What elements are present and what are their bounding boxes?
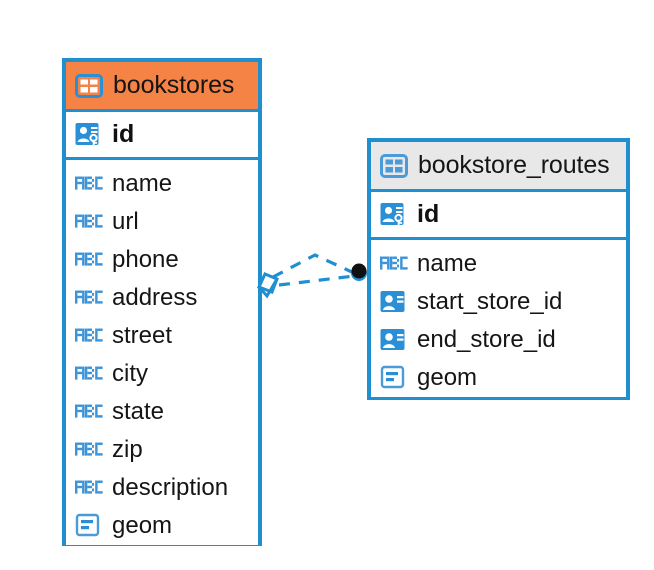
field-row[interactable]: geom	[66, 507, 258, 545]
field-row[interactable]: name	[66, 165, 258, 203]
field-label: city	[112, 360, 148, 387]
field-label: zip	[112, 436, 143, 463]
abc-text-icon	[75, 212, 103, 232]
abc-text-icon	[380, 254, 408, 274]
field-label: address	[112, 284, 198, 311]
entity-field-list: name	[66, 160, 258, 545]
relationship-line-lower	[278, 274, 355, 287]
field-label: state	[112, 398, 165, 425]
entity-primary-key-row[interactable]: id	[371, 192, 626, 240]
entity-title: bookstores	[113, 71, 235, 99]
abc-text-icon	[75, 250, 103, 270]
relationship-line-upper	[272, 253, 355, 279]
filled-circle-marker	[351, 263, 367, 281]
entity-table-bookstores[interactable]: bookstores id	[62, 58, 262, 546]
table-grid-icon	[380, 153, 408, 178]
foreign-key-icon	[380, 326, 408, 354]
abc-text-icon	[75, 288, 103, 308]
field-label: name	[112, 170, 173, 197]
field-label: phone	[112, 246, 179, 273]
field-label: description	[112, 474, 229, 501]
abc-text-icon	[75, 478, 103, 498]
primary-key-icon	[75, 121, 103, 149]
primary-key-label: id	[417, 200, 440, 228]
field-row[interactable]: zip	[66, 431, 258, 469]
field-row[interactable]: state	[66, 393, 258, 431]
field-label: url	[112, 208, 139, 235]
field-row[interactable]: name	[371, 245, 626, 283]
field-row[interactable]: end_store_id	[371, 321, 626, 359]
geometry-icon	[380, 365, 408, 391]
abc-text-icon	[75, 440, 103, 460]
field-row[interactable]: address	[66, 279, 258, 317]
abc-text-icon	[75, 364, 103, 384]
foreign-key-icon	[380, 288, 408, 316]
abc-text-icon	[75, 174, 103, 194]
primary-key-label: id	[112, 120, 135, 148]
entity-field-list: name start_store_id	[371, 240, 626, 397]
entity-table-bookstore-routes[interactable]: bookstore_routes id	[367, 138, 630, 400]
field-label: street	[112, 322, 173, 349]
field-label: name	[417, 250, 478, 277]
field-row[interactable]: description	[66, 469, 258, 507]
field-label: start_store_id	[417, 288, 563, 315]
field-label: geom	[417, 364, 478, 391]
entity-header-bookstores[interactable]: bookstores	[66, 62, 258, 112]
field-row[interactable]: start_store_id	[371, 283, 626, 321]
table-grid-icon	[75, 73, 103, 98]
geometry-icon	[75, 513, 103, 539]
primary-key-icon	[380, 201, 408, 229]
abc-text-icon	[75, 326, 103, 346]
field-row[interactable]: city	[66, 355, 258, 393]
field-label: end_store_id	[417, 326, 556, 353]
field-label: geom	[112, 512, 173, 539]
field-row[interactable]: url	[66, 203, 258, 241]
field-row[interactable]: geom	[371, 359, 626, 397]
entity-header-bookstore-routes[interactable]: bookstore_routes	[371, 142, 626, 192]
field-row[interactable]: street	[66, 317, 258, 355]
field-row[interactable]: phone	[66, 241, 258, 279]
entity-title: bookstore_routes	[418, 151, 610, 179]
abc-text-icon	[75, 402, 103, 422]
relationship-connector[interactable]	[255, 243, 375, 313]
entity-primary-key-row[interactable]: id	[66, 112, 258, 160]
